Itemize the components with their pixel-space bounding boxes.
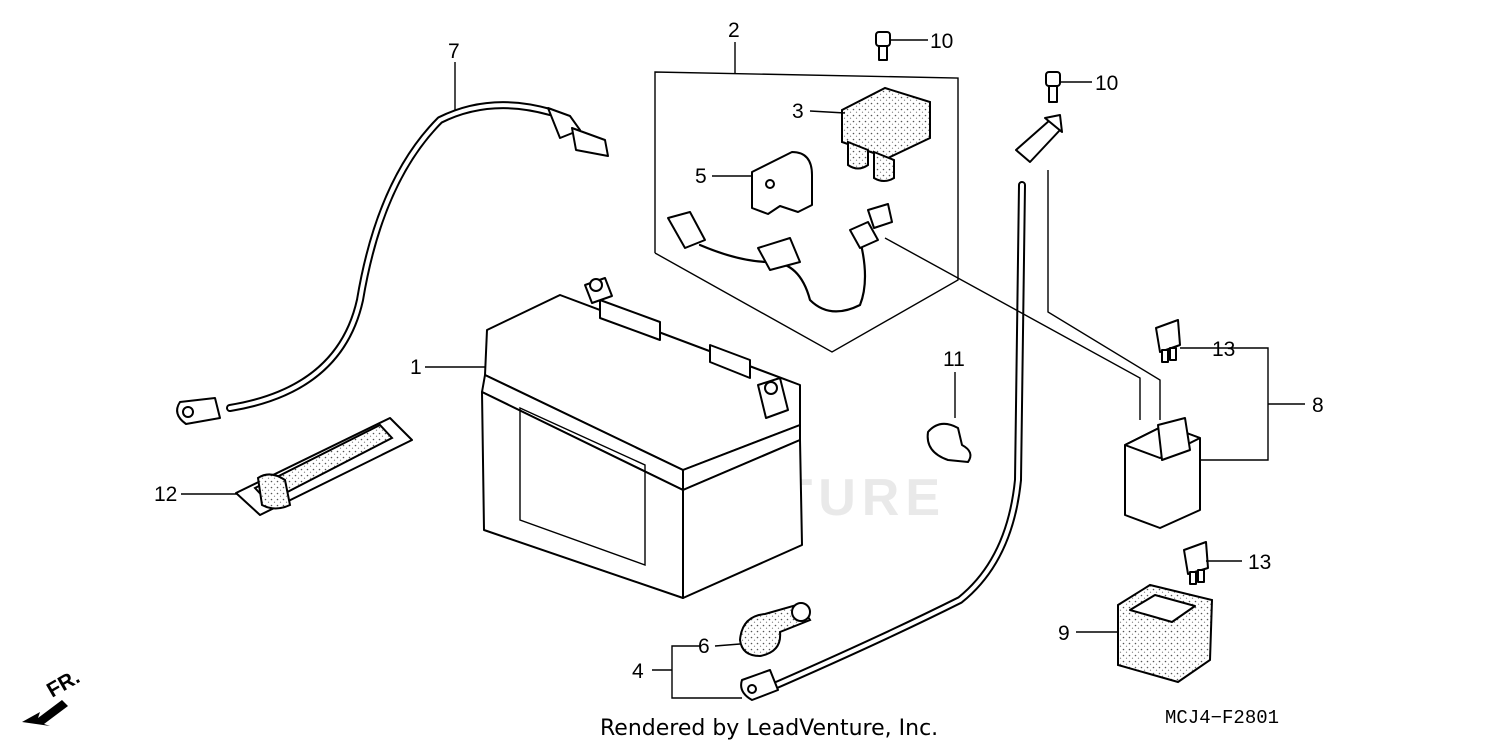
battery-band[interactable]	[235, 417, 413, 516]
front-direction-arrow-icon	[22, 700, 68, 726]
callout-9[interactable]: 9	[1058, 622, 1070, 645]
bolt-right[interactable]	[1045, 71, 1061, 103]
cable-clamp[interactable]	[926, 372, 972, 463]
fuse-lower[interactable]	[1183, 541, 1209, 585]
positive-cable[interactable]	[740, 114, 1063, 701]
callout-3[interactable]: 3	[792, 100, 804, 123]
terminal-cover-double[interactable]	[841, 86, 931, 182]
front-direction-label: FR.	[43, 665, 84, 702]
relay-cover[interactable]	[1117, 583, 1214, 684]
leader-lines	[181, 39, 1242, 647]
starter-relay[interactable]	[1124, 417, 1201, 529]
bolt-upper[interactable]	[875, 31, 891, 61]
drawing-code: MCJ4−F2801	[1165, 707, 1280, 729]
callout-10-right[interactable]: 10	[1095, 72, 1118, 95]
callout-11[interactable]: 11	[943, 348, 965, 371]
terminal-cover-single[interactable]	[751, 151, 813, 215]
callout-5[interactable]: 5	[695, 165, 707, 188]
negative-cable[interactable]	[176, 101, 609, 425]
footer-credit: Rendered by LeadVenture, Inc.	[600, 716, 939, 741]
terminal-cap[interactable]	[738, 602, 812, 658]
callout-8[interactable]: 8	[1312, 394, 1324, 417]
callout-10-upper[interactable]: 10	[930, 30, 953, 53]
sub-harness-wire[interactable]	[667, 203, 893, 313]
battery[interactable]	[481, 277, 803, 599]
callout-6[interactable]: 6	[698, 635, 710, 658]
callout-12[interactable]: 12	[154, 483, 177, 506]
sub-harness-group-box	[654, 42, 959, 353]
callout-13-upper[interactable]: 13	[1212, 338, 1235, 361]
relay-leader-lines	[884, 170, 1305, 461]
callout-13-lower[interactable]: 13	[1248, 551, 1271, 574]
callout-bracket-4	[652, 645, 742, 699]
callout-7[interactable]: 7	[448, 40, 460, 63]
fuse-upper[interactable]	[1155, 319, 1181, 363]
callout-1[interactable]: 1	[410, 356, 422, 379]
callout-4[interactable]: 4	[632, 660, 644, 683]
callout-2[interactable]: 2	[728, 19, 740, 42]
